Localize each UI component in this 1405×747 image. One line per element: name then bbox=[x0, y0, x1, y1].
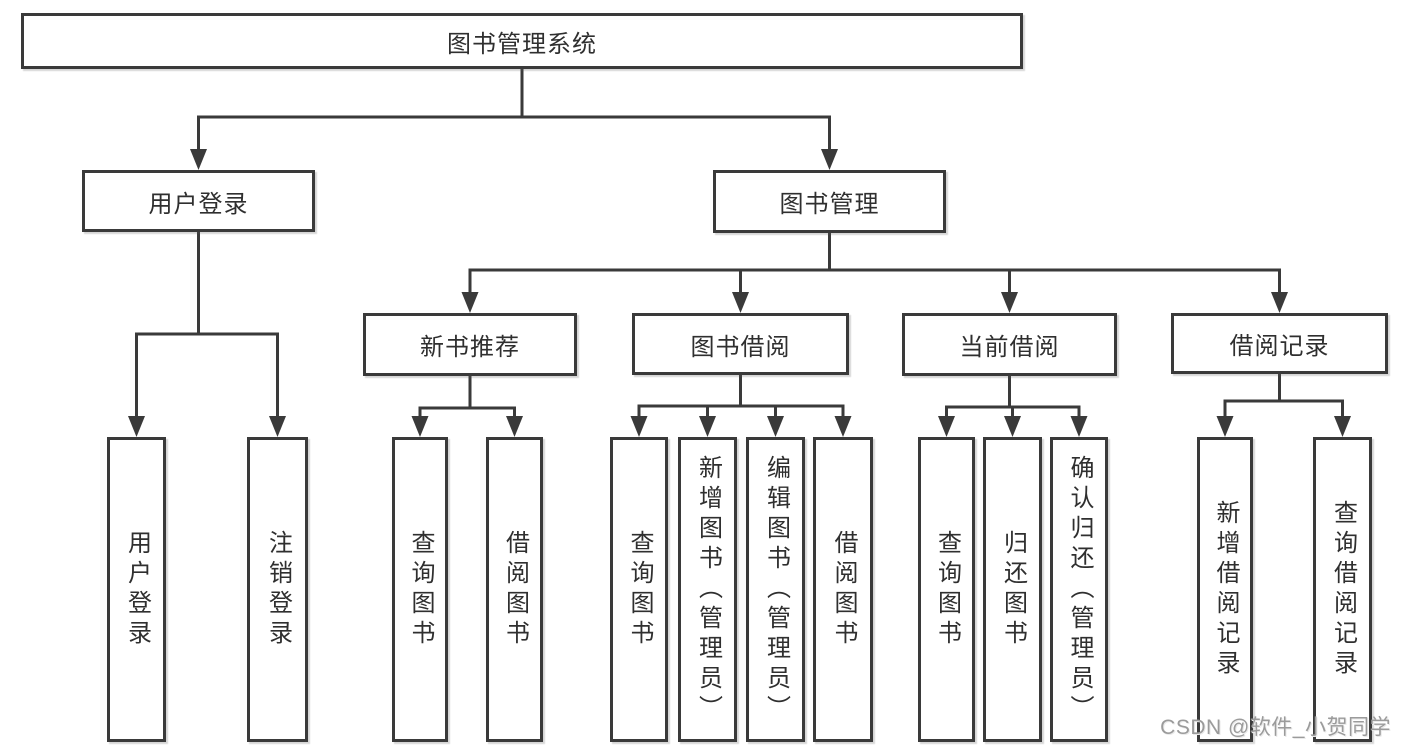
arrowhead-icon bbox=[1070, 416, 1088, 437]
arrowhead-icon bbox=[767, 416, 784, 437]
arrowhead-icon bbox=[1271, 292, 1288, 313]
node-leaf-return-book: 归还图书 bbox=[983, 437, 1042, 742]
node-leaf-query-record: 查询借阅记录 bbox=[1313, 437, 1372, 742]
arrowhead-icon bbox=[1334, 416, 1351, 437]
arrowhead-icon bbox=[821, 149, 838, 170]
node-label: 图书管理系统 bbox=[447, 30, 597, 58]
node-leaf-borrow-book-1: 借阅图书 bbox=[486, 437, 543, 742]
node-label: 用户登录 bbox=[148, 190, 249, 218]
node-label: 查询图书 bbox=[933, 529, 961, 650]
node-leaf-edit-book: 编辑图书（管理员） bbox=[746, 437, 805, 742]
node-leaf-add-book: 新增图书（管理员） bbox=[678, 437, 737, 742]
node-label: 编辑图书（管理员） bbox=[762, 454, 790, 725]
node-label: 新增图书（管理员） bbox=[694, 454, 722, 725]
connector-path bbox=[135, 67, 1344, 421]
node-leaf-borrow-book-2: 借阅图书 bbox=[813, 437, 873, 742]
arrowhead-icon bbox=[938, 416, 955, 437]
arrowhead-icon bbox=[1001, 292, 1018, 313]
node-label: 查询借阅记录 bbox=[1329, 499, 1357, 680]
node-current-borrow: 当前借阅 bbox=[902, 313, 1117, 376]
arrowhead-icon bbox=[1004, 416, 1021, 437]
node-label: 当前借阅 bbox=[959, 334, 1060, 361]
node-label: 图书管理 bbox=[779, 191, 880, 218]
node-label: 用户登录 bbox=[123, 529, 151, 650]
node-leaf-confirm-return: 确认归还（管理员） bbox=[1050, 437, 1108, 742]
node-label: 新书推荐 bbox=[420, 334, 520, 361]
arrowhead-icon bbox=[1216, 416, 1234, 437]
arrowhead-icon bbox=[411, 416, 429, 437]
node-leaf-query-book-2: 查询图书 bbox=[610, 437, 668, 742]
node-user-login: 用户登录 bbox=[82, 170, 315, 232]
node-book-borrow: 图书借阅 bbox=[632, 313, 849, 375]
node-leaf-logout: 注销登录 bbox=[247, 437, 308, 742]
node-label: 查询图书 bbox=[626, 529, 653, 650]
arrowhead-icon bbox=[190, 149, 207, 170]
arrowhead-icon bbox=[128, 416, 145, 437]
node-label: 确认归还（管理员） bbox=[1066, 454, 1093, 725]
csdn-watermark: CSDN @软件_小贺同学 bbox=[1160, 716, 1391, 739]
arrowhead-icon bbox=[732, 292, 749, 313]
node-label: 借阅图书 bbox=[501, 529, 529, 650]
arrowhead-icon bbox=[834, 416, 852, 437]
node-leaf-add-record: 新增借阅记录 bbox=[1197, 437, 1253, 742]
node-label: 注销登录 bbox=[264, 529, 292, 650]
node-label: 归还图书 bbox=[999, 529, 1027, 650]
arrowhead-icon bbox=[699, 416, 716, 437]
arrowhead-icon bbox=[461, 292, 479, 313]
node-leaf-user-login: 用户登录 bbox=[107, 437, 166, 742]
arrowhead-icon bbox=[269, 416, 286, 437]
node-label: 图书借阅 bbox=[690, 333, 791, 361]
node-label: 查询图书 bbox=[407, 529, 434, 650]
arrowhead-icon bbox=[506, 416, 523, 437]
node-leaf-query-book-1: 查询图书 bbox=[392, 437, 448, 742]
node-leaf-query-book-3: 查询图书 bbox=[918, 437, 975, 742]
node-root: 图书管理系统 bbox=[21, 13, 1023, 69]
node-label: 借阅图书 bbox=[830, 529, 857, 650]
arrowhead-icon bbox=[630, 416, 648, 437]
node-new-book-rec: 新书推荐 bbox=[363, 313, 577, 376]
node-borrow-record: 借阅记录 bbox=[1171, 313, 1388, 374]
node-book-mgmt: 图书管理 bbox=[713, 170, 946, 233]
node-label: 借阅记录 bbox=[1229, 333, 1330, 360]
node-label: 新增借阅记录 bbox=[1212, 499, 1239, 680]
